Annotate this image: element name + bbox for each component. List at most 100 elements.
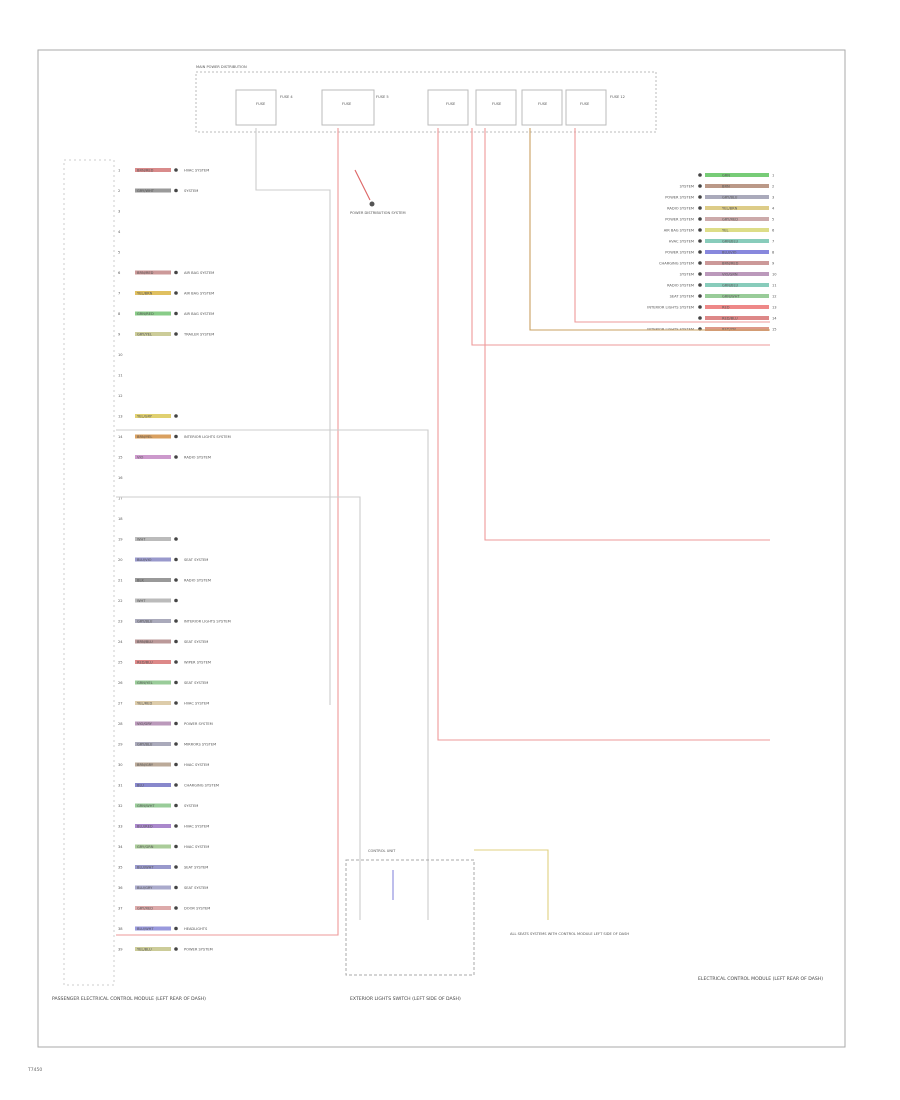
wire-color-band	[135, 168, 171, 172]
center-switch-label: EXTERIOR LIGHTS SWITCH (LEFT SIDE OF DAS…	[350, 996, 461, 1002]
pin-number: 37	[118, 907, 123, 911]
wire-color-band	[135, 844, 171, 849]
wire-code: YEL/BLU	[137, 947, 152, 951]
wire-color-band	[705, 173, 769, 177]
destination-label: SEAT SYSTEM	[184, 886, 208, 890]
wire-color-band	[705, 250, 769, 254]
pin-number: 9	[118, 333, 121, 337]
pin-number: 3	[772, 196, 774, 200]
wire-color-band	[135, 291, 171, 295]
splice-dot	[174, 619, 178, 623]
top-center-label: POWER DISTRIBUTION SYSTEM	[350, 211, 406, 215]
yellow-wire	[474, 849, 549, 920]
wire-code: VIO	[137, 455, 144, 459]
pin-number: 5	[118, 251, 120, 255]
gray-wire-b	[116, 496, 361, 920]
fuse-label: FUSE	[580, 102, 590, 106]
wire-color-band	[705, 206, 769, 210]
wire-color-band	[135, 455, 171, 459]
fuse-labels: FUSE FUSE FUSE FUSE FUSE FUSE FUSE 4 FUS…	[256, 95, 625, 106]
wire-code: VIO/GRY	[137, 722, 153, 726]
red-right-wire	[437, 128, 770, 741]
wire-color-band	[135, 578, 171, 582]
pin-number: 22	[118, 599, 123, 603]
wire-color-band	[705, 272, 769, 276]
destination-label: HVAC SYSTEM	[184, 763, 209, 767]
pin-number: 27	[118, 702, 123, 706]
wire-color-band	[705, 228, 769, 232]
wire-code: BRN/GRY	[137, 763, 154, 767]
wire-code: BRN/RED	[137, 271, 154, 275]
destination-label: POWER SYSTEM	[665, 196, 694, 200]
center-right-note: ALL SEATS SYSTEMS WITH CONTROL MODULE LE…	[510, 932, 629, 936]
pin-number: 2	[118, 189, 120, 193]
pin-number: 32	[118, 804, 123, 808]
pin-number: 13	[772, 306, 777, 310]
wire-code: GRY/BLU	[137, 742, 153, 746]
splice-dot	[174, 742, 178, 746]
pin-number: 6	[118, 271, 121, 275]
pin-number: 28	[118, 722, 123, 726]
wire-code: GRN/WHT	[137, 804, 155, 808]
wire-color-band	[705, 261, 769, 265]
pin-number: 24	[118, 640, 123, 644]
destination-label: AIR BAG SYSTEM	[664, 229, 694, 233]
wire-code: GRY/RED	[722, 217, 738, 221]
wire-code: GRN/RED	[137, 312, 154, 316]
wire-color-band	[135, 639, 171, 644]
pin-number: 14	[772, 317, 777, 321]
pin-number: 14	[118, 435, 123, 439]
left-module-label: PASSENGER ELECTRICAL CONTROL MODULE (LEF…	[52, 996, 206, 1002]
destination-label: SEAT SYSTEM	[184, 640, 208, 644]
wire-code: RED/BLU	[722, 316, 738, 320]
wire-code: RED/BLU	[137, 660, 153, 664]
wire-code: GRN/BLU	[722, 239, 738, 243]
splice-dot	[174, 926, 178, 931]
wire-color-band	[135, 660, 171, 664]
wire-color-band	[135, 947, 171, 951]
wire-code: BLU/WHT	[137, 927, 154, 931]
gray-mid-wire	[354, 169, 371, 201]
destination-label: DOOR SYSTEM	[184, 907, 210, 911]
exterior-lights-switch	[345, 859, 475, 976]
fuse-cell-label: FUSE 12	[610, 95, 625, 99]
wire-color-band	[705, 305, 769, 309]
pin-number: 10	[118, 353, 123, 357]
red-trunk-wire-2	[484, 128, 770, 541]
splice-dot	[698, 294, 702, 298]
wire-code: GRY/BLU	[722, 195, 738, 199]
wire-code: BLU/VIO	[722, 250, 737, 254]
wire-color-band	[705, 195, 769, 199]
destination-label: POWER SYSTEM	[184, 948, 213, 952]
wire-code: GRY/WHT	[137, 189, 155, 193]
wire-color-band	[135, 270, 171, 275]
splice-dot	[698, 305, 702, 309]
splice-dot	[698, 316, 702, 320]
splice-dot	[174, 537, 178, 541]
wire-code: BLU	[137, 783, 144, 787]
destination-label: AIR BAG SYSTEM	[184, 271, 214, 275]
destination-label: CHARGING SYSTEM	[184, 784, 219, 788]
wire-color-band	[135, 619, 171, 623]
wire-code: GRY/BLU	[137, 619, 153, 623]
pin-number: 26	[118, 681, 123, 685]
splice-dot	[698, 173, 702, 177]
fuse-label: FUSE	[492, 102, 502, 106]
pin-number: 39	[118, 948, 123, 952]
destination-label: HEADLIGHTS	[184, 927, 208, 931]
destination-label: SEAT SYSTEM	[184, 866, 208, 870]
wire-color-band	[135, 865, 171, 869]
wire-code: GRN/WHT	[722, 294, 740, 298]
splice-dot	[698, 195, 702, 199]
splice-dot	[174, 906, 178, 910]
wire-code: YEL/GRY	[137, 414, 153, 418]
wire-code: BLU/RED	[137, 824, 153, 828]
splice-dot	[174, 721, 178, 726]
pin-number: 25	[118, 661, 123, 665]
wire-color-band	[135, 742, 171, 746]
wire-code: YEL/BRN	[137, 291, 153, 295]
destination-label: INTERIOR LIGHTS SYSTEM	[184, 435, 231, 439]
wire-code: BRN/RED	[137, 168, 154, 172]
wire-color-band	[135, 783, 171, 787]
